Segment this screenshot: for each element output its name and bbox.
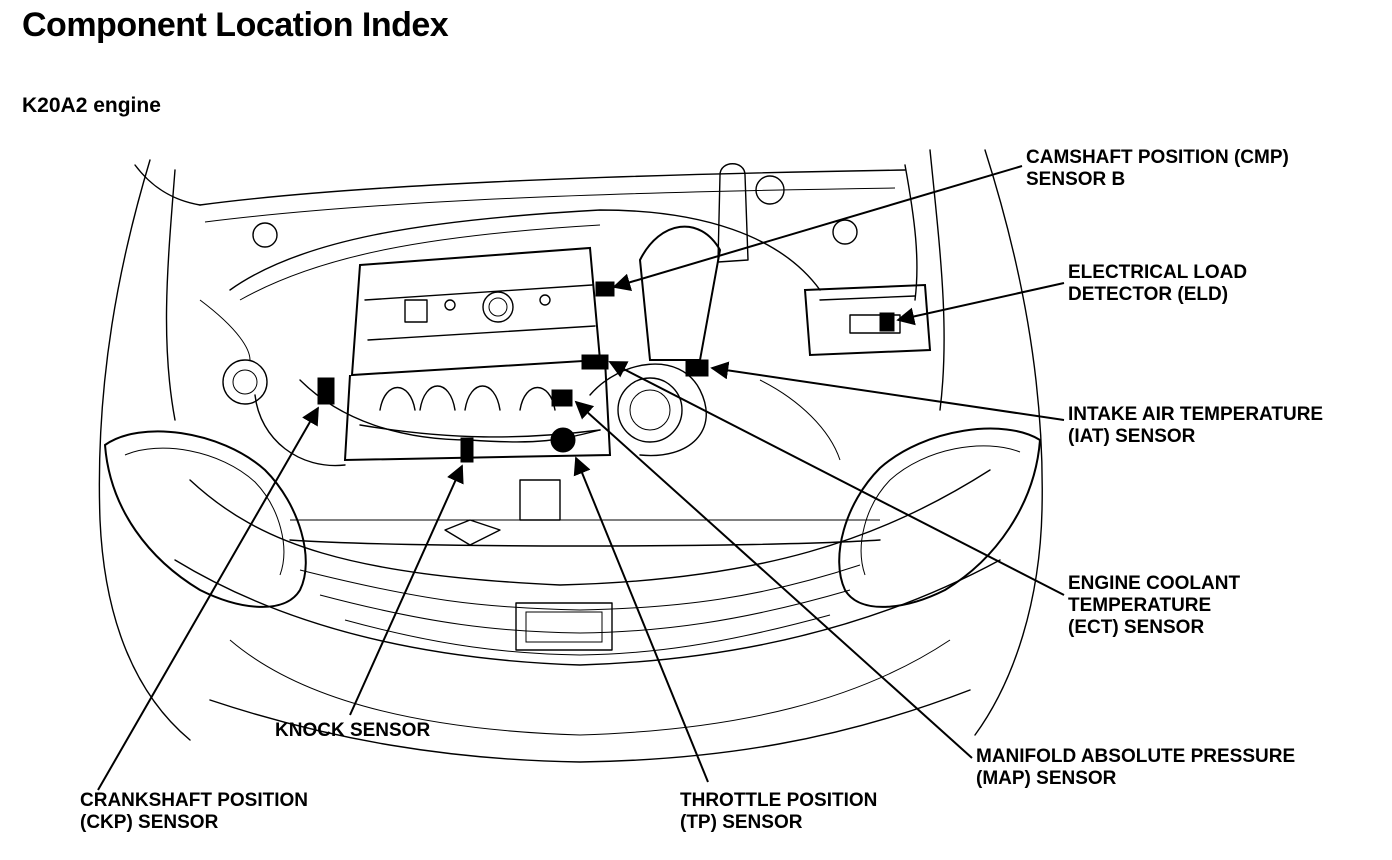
- leader-tp: [573, 456, 709, 783]
- callout-tp-line-1: THROTTLE POSITION: [680, 790, 878, 811]
- callout-iat: INTAKE AIR TEMPERATURE (IAT) SENSOR: [1068, 404, 1323, 448]
- leader-eld: [896, 282, 1065, 326]
- leader-ckp: [97, 406, 319, 791]
- callout-cmp: CAMSHAFT POSITION (CMP) SENSOR B: [1026, 147, 1289, 191]
- knock-sensor-marker: [460, 437, 474, 463]
- leader-iat: [710, 361, 1065, 421]
- tp-sensor-marker: [550, 427, 576, 453]
- callout-ect-line-3: (ECT) SENSOR: [1068, 617, 1205, 638]
- callout-iat-line-1: INTAKE AIR TEMPERATURE: [1068, 404, 1324, 425]
- callout-map: MANIFOLD ABSOLUTE PRESSURE (MAP) SENSOR: [976, 746, 1295, 790]
- map-sensor-marker: [551, 389, 573, 407]
- callout-tp: THROTTLE POSITION (TP) SENSOR: [680, 790, 877, 834]
- callout-map-line-1: MANIFOLD ABSOLUTE PRESSURE: [976, 746, 1296, 767]
- callout-iat-line-2: (IAT) SENSOR: [1068, 426, 1196, 447]
- callout-knock: KNOCK SENSOR: [275, 720, 430, 742]
- iat-sensor-marker: [685, 359, 709, 377]
- callout-ckp-line-1: CRANKSHAFT POSITION: [80, 790, 308, 811]
- callout-eld-line-2: DETECTOR (ELD): [1068, 284, 1229, 305]
- callout-ckp: CRANKSHAFT POSITION (CKP) SENSOR: [80, 790, 308, 834]
- cmp-sensor-marker: [595, 281, 615, 297]
- leader-lines: [97, 165, 1065, 791]
- ckp-sensor-marker: [317, 377, 335, 405]
- callout-tp-line-2: (TP) SENSOR: [680, 812, 803, 833]
- eld-marker: [879, 312, 895, 332]
- car-body-outline: [98, 149, 1043, 763]
- sensor-markers: [317, 281, 895, 463]
- headlights: [103, 427, 1042, 608]
- callout-ect: ENGINE COOLANT TEMPERATURE (ECT) SENSOR: [1068, 573, 1240, 639]
- ect-sensor-marker: [581, 354, 609, 370]
- callout-ect-line-1: ENGINE COOLANT: [1068, 573, 1241, 594]
- callout-eld-line-1: ELECTRICAL LOAD: [1068, 262, 1248, 283]
- leader-ect: [608, 361, 1065, 596]
- leader-cmp: [612, 165, 1023, 292]
- engine-subtitle: K20A2 engine: [22, 94, 161, 117]
- callout-knock-line-1: KNOCK SENSOR: [275, 720, 431, 741]
- callout-ect-line-2: TEMPERATURE: [1068, 595, 1212, 616]
- callout-map-line-2: (MAP) SENSOR: [976, 768, 1117, 789]
- engine-block: [199, 163, 932, 547]
- leader-map: [574, 400, 973, 759]
- page-title: Component Location Index: [22, 6, 449, 44]
- callout-cmp-line-1: CAMSHAFT POSITION (CMP): [1026, 147, 1289, 168]
- leader-knock: [349, 464, 464, 716]
- callout-cmp-line-2: SENSOR B: [1026, 169, 1126, 190]
- callout-ckp-line-2: (CKP) SENSOR: [80, 812, 219, 833]
- callout-eld: ELECTRICAL LOAD DETECTOR (ELD): [1068, 262, 1247, 306]
